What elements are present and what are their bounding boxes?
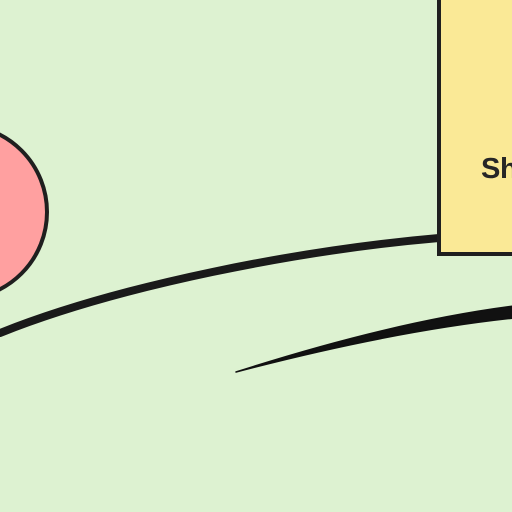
connector-line[interactable] [0,234,443,337]
sticky-note-text: Sh pa [481,153,512,185]
pen-stroke[interactable] [235,305,512,373]
pink-circle-shape[interactable] [0,125,49,299]
sticky-note[interactable]: Sh pa [437,0,512,256]
